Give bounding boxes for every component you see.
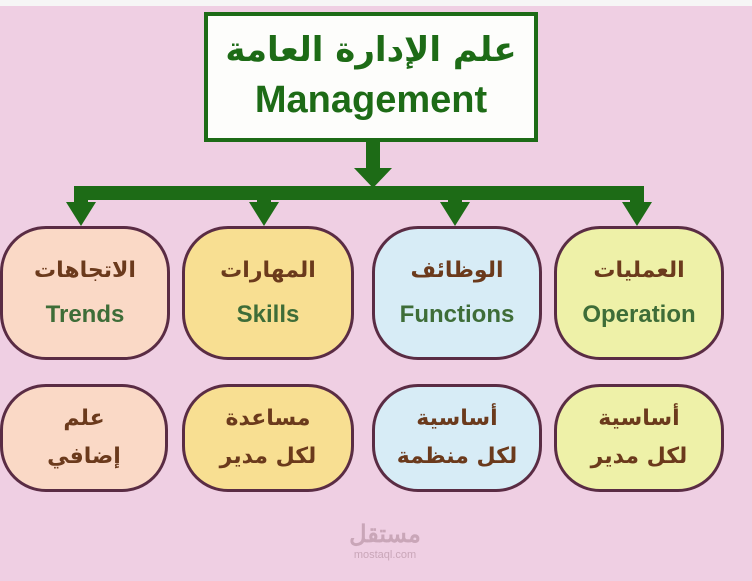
note-line: أساسية xyxy=(416,406,498,431)
note-line: إضافي xyxy=(47,444,121,469)
trunk-arrowhead xyxy=(354,168,392,188)
category-node-operation: العمليات Operation xyxy=(554,226,724,360)
note-line: لكل مدير xyxy=(219,444,317,469)
drop-line-trends xyxy=(74,186,88,204)
watermark-arabic: مستقل xyxy=(349,521,421,548)
note-node-operation: أساسية لكل مدير xyxy=(554,384,724,492)
drop-arrowhead-operation xyxy=(622,202,652,226)
note-line: لكل مدير xyxy=(590,444,688,469)
top-edge-strip xyxy=(0,0,752,6)
note-line: علم xyxy=(63,406,105,431)
drop-line-skills xyxy=(257,186,271,204)
note-line: أساسية xyxy=(598,406,680,431)
note-node-functions: أساسية لكل منظمة xyxy=(372,384,542,492)
watermark-latin: mostaql.com xyxy=(353,549,417,561)
note-node-skills: مساعدة لكل مدير xyxy=(182,384,354,492)
bus-line xyxy=(76,186,644,200)
drop-line-functions xyxy=(448,186,462,204)
root-title-arabic: علم الإدارة العامة xyxy=(225,30,517,70)
root-node: علم الإدارة العامة Management xyxy=(204,12,538,142)
category-english-label: Functions xyxy=(399,301,515,328)
root-title-english: Management xyxy=(254,79,488,121)
note-node-trends: علم إضافي xyxy=(0,384,168,492)
category-arabic-label: العمليات xyxy=(593,258,685,283)
category-english-label: Trends xyxy=(45,301,125,328)
category-arabic-label: المهارات xyxy=(220,258,316,283)
category-arabic-label: الاتجاهات xyxy=(34,258,136,283)
category-english-label: Skills xyxy=(236,301,300,328)
category-node-trends: الاتجاهات Trends xyxy=(0,226,170,360)
drop-arrowhead-functions xyxy=(440,202,470,226)
note-line: مساعدة xyxy=(225,406,311,431)
drop-arrowhead-skills xyxy=(249,202,279,226)
drop-arrowhead-trends xyxy=(66,202,96,226)
drop-line-operation xyxy=(630,186,644,204)
category-english-label: Operation xyxy=(582,301,696,328)
note-line: لكل منظمة xyxy=(396,444,518,469)
trunk-line xyxy=(366,142,380,172)
category-arabic-label: الوظائف xyxy=(410,258,504,283)
category-node-skills: المهارات Skills xyxy=(182,226,354,360)
watermark: مستقل mostaql.com xyxy=(330,522,440,562)
category-node-functions: الوظائف Functions xyxy=(372,226,542,360)
